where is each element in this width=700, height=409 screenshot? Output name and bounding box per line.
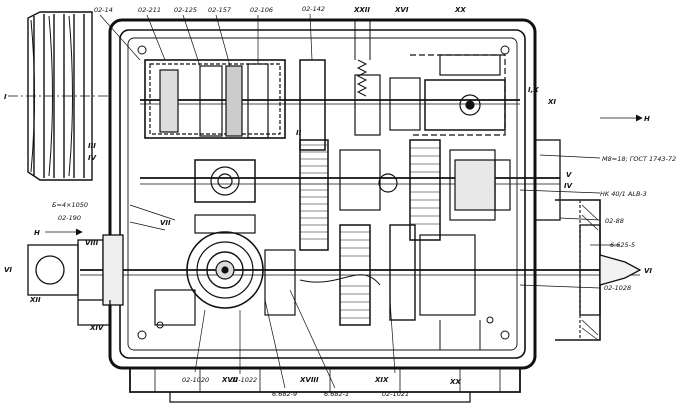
label-6682-1: 6.682-1 (324, 390, 349, 398)
label-roman-iv-left: IV (88, 154, 97, 162)
label-02-125: 02-125 (174, 6, 197, 14)
label-02-190: 02-190 (58, 214, 81, 222)
label-02-211: 02-211 (138, 6, 161, 14)
label-roman-xx-top: XX (454, 6, 466, 14)
label-nk-spec: HK 40/1 ALB-3 (600, 190, 647, 198)
label-roman-iii: III (88, 142, 96, 150)
label-02-top: 02-142 (302, 5, 325, 13)
label-roman-viii: VIII (85, 239, 99, 247)
label-02-14: 02-14 (94, 6, 113, 14)
label-02-1028: 02-1028 (604, 284, 631, 292)
left-shaft-end (27, 234, 124, 326)
label-bearing: Б=4×1050 (52, 201, 88, 209)
label-roman-vi-right: VI (644, 267, 652, 275)
label-roman-xi: XI (547, 98, 556, 106)
label-roman-xviii: XVIII (299, 376, 319, 384)
label-thread-spec: M8=18; ГОСТ 1743-72 (602, 155, 676, 163)
label-roman-xvii: XVII (221, 376, 238, 384)
label-roman-lx: I,X (528, 86, 539, 94)
label-h-top: H (644, 115, 650, 123)
label-roman-xxii: XXII (353, 6, 370, 14)
label-roman-xii: XII (29, 296, 41, 304)
label-roman-vi-left: VI (4, 266, 12, 274)
label-roman-i: I (4, 93, 7, 101)
label-roman-xiv: XIV (89, 324, 104, 332)
leader-lines (45, 13, 643, 389)
label-6682-9: 6.682-9 (272, 390, 297, 398)
label-roman-xvi: XVI (394, 6, 409, 14)
label-02-88: 02-88 (605, 217, 624, 225)
drawing-labels: 02-14 02-211 02-125 02-157 02-106 02-142… (4, 5, 676, 398)
label-02-1022: 02-1022 (230, 376, 257, 384)
label-roman-iv-right: IV (564, 182, 573, 190)
right-shaft-end (534, 139, 642, 341)
label-h-left: H (34, 229, 40, 237)
drive-pulley (8, 11, 110, 181)
label-02-1021: 02-1021 (382, 390, 409, 398)
label-6025: 6.625-5 (610, 241, 635, 249)
label-02-157: 02-157 (208, 6, 232, 14)
label-roman-xix: XIX (374, 376, 389, 384)
label-02-1020: 02-1020 (182, 376, 209, 384)
label-02-106: 02-106 (250, 6, 273, 14)
middle-gear-train (140, 139, 560, 251)
label-roman-ii: II (296, 129, 302, 137)
label-roman-xx-bottom: XX (449, 378, 461, 386)
label-roman-vii: VII (160, 219, 171, 227)
lower-gear-train (80, 214, 640, 351)
label-roman-v: V (566, 171, 572, 179)
